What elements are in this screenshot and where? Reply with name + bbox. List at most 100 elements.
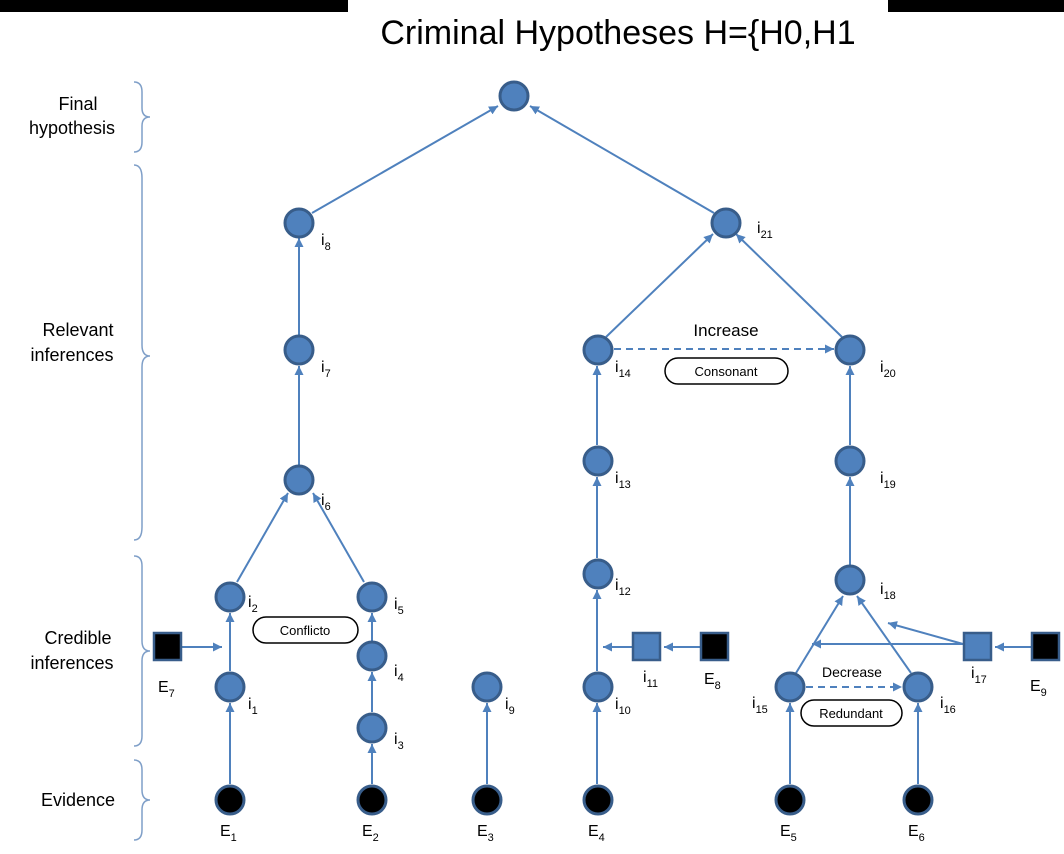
- edge-i20-to-i21: [735, 233, 843, 338]
- label-i16: i16: [940, 695, 956, 716]
- node-i11[interactable]: [631, 631, 662, 662]
- label-i8: i8: [321, 232, 331, 253]
- brace-relevant: [133, 164, 151, 541]
- label-i18: i18: [880, 581, 896, 602]
- brace-final: [133, 81, 151, 153]
- label-i14: i14: [615, 359, 631, 380]
- pill-consonant: [664, 357, 789, 385]
- node-i16[interactable]: [902, 671, 934, 703]
- label-i11: i11: [643, 669, 658, 690]
- label-E6: E6: [908, 823, 925, 844]
- node-i21[interactable]: [710, 207, 742, 239]
- label-conflicto: Conflicto: [280, 623, 331, 638]
- edge-i17-to-i16-i18: [887, 621, 964, 645]
- node-i12[interactable]: [582, 558, 614, 590]
- level-final-line2: hypothesis: [29, 118, 115, 138]
- node-i17[interactable]: [962, 631, 993, 662]
- edge-i2-to-i6: [236, 492, 289, 583]
- label-i6: i6: [321, 492, 331, 513]
- label-i19: i19: [880, 470, 896, 491]
- node-i10[interactable]: [582, 671, 614, 703]
- pill-redundant: [800, 699, 903, 727]
- label-consonant: Consonant: [695, 364, 758, 379]
- label-E2: E2: [362, 823, 379, 844]
- node-i15[interactable]: [774, 671, 806, 703]
- label-E9: E9: [1030, 678, 1047, 699]
- label-E7: E7: [158, 679, 175, 700]
- node-i13[interactable]: [582, 445, 614, 477]
- node-i4[interactable]: [356, 640, 388, 672]
- label-E4: E4: [588, 823, 605, 844]
- edge-i14-to-i21: [605, 233, 714, 338]
- node-E6[interactable]: [902, 784, 934, 816]
- label-i13: i13: [615, 470, 631, 491]
- label-decrease: Decrease: [822, 664, 882, 680]
- label-E5: E5: [780, 823, 797, 844]
- node-i8[interactable]: [283, 207, 315, 239]
- node-E3[interactable]: [471, 784, 503, 816]
- node-i6[interactable]: [283, 464, 315, 496]
- node-labels: i8 i21 i7 i14 i20 i13 i19 i6 i12 i18 i2 …: [158, 220, 1047, 844]
- label-redundant: Redundant: [819, 706, 883, 721]
- node-i14[interactable]: [582, 334, 614, 366]
- edge-i16-to-i18: [856, 595, 912, 674]
- level-final-line1: Final: [58, 94, 97, 114]
- level-evidence: Evidence: [41, 790, 115, 810]
- node-i18[interactable]: [834, 564, 866, 596]
- label-i9: i9: [505, 696, 515, 717]
- node-i7[interactable]: [283, 334, 315, 366]
- pill-conflicto: [252, 616, 359, 644]
- node-E7[interactable]: [152, 631, 183, 662]
- node-E9[interactable]: [1030, 631, 1061, 662]
- label-E1: E1: [220, 823, 237, 844]
- level-labels: Final hypothesis Relevant inferences Cre…: [29, 94, 115, 810]
- node-i2[interactable]: [214, 581, 246, 613]
- edges: [182, 105, 1031, 784]
- relation-labels: Increase Consonant Conflicto Decrease Re…: [252, 321, 903, 727]
- label-i15: i15: [752, 695, 768, 716]
- edge-i5-to-i6: [312, 492, 365, 583]
- label-i2: i2: [248, 594, 258, 615]
- label-E8: E8: [704, 671, 721, 692]
- node-E5[interactable]: [774, 784, 806, 816]
- label-i5: i5: [394, 596, 404, 617]
- square-nodes: [152, 631, 1061, 662]
- label-i17: i17: [971, 665, 987, 686]
- level-credible-line2: inferences: [30, 653, 113, 673]
- level-braces: [133, 81, 151, 841]
- label-E3: E3: [477, 823, 494, 844]
- label-i1: i1: [248, 696, 258, 717]
- node-i9[interactable]: [471, 671, 503, 703]
- node-i19[interactable]: [834, 445, 866, 477]
- label-i21: i21: [757, 220, 773, 241]
- evidence-nodes: [214, 784, 934, 816]
- label-i7: i7: [321, 359, 331, 380]
- edge-i8-to-final: [311, 105, 499, 214]
- brace-credible: [133, 555, 151, 747]
- node-E2[interactable]: [356, 784, 388, 816]
- inference-nodes: [214, 80, 934, 744]
- node-E4[interactable]: [582, 784, 614, 816]
- label-i12: i12: [615, 577, 631, 598]
- node-final-hypothesis[interactable]: [498, 80, 530, 112]
- title-box: Criminal Hypotheses H={H0,H1: [348, 0, 888, 64]
- level-relevant-line2: inferences: [30, 345, 113, 365]
- diagram-title: Criminal Hypotheses H={H0,H1: [380, 14, 856, 52]
- brace-evidence: [133, 759, 151, 841]
- label-i3: i3: [394, 731, 404, 752]
- edge-i15-to-i18: [795, 595, 844, 674]
- edge-i21-to-final: [529, 105, 715, 214]
- node-E8[interactable]: [699, 631, 730, 662]
- level-credible-line1: Credible: [44, 628, 111, 648]
- node-i5[interactable]: [356, 581, 388, 613]
- label-i10: i10: [615, 696, 631, 717]
- level-relevant-line1: Relevant: [42, 320, 113, 340]
- node-E1[interactable]: [214, 784, 246, 816]
- node-i1[interactable]: [214, 671, 246, 703]
- node-i3[interactable]: [356, 712, 388, 744]
- label-i20: i20: [880, 359, 896, 380]
- node-i20[interactable]: [834, 334, 866, 366]
- label-increase: Increase: [693, 321, 758, 340]
- label-i4: i4: [394, 663, 404, 684]
